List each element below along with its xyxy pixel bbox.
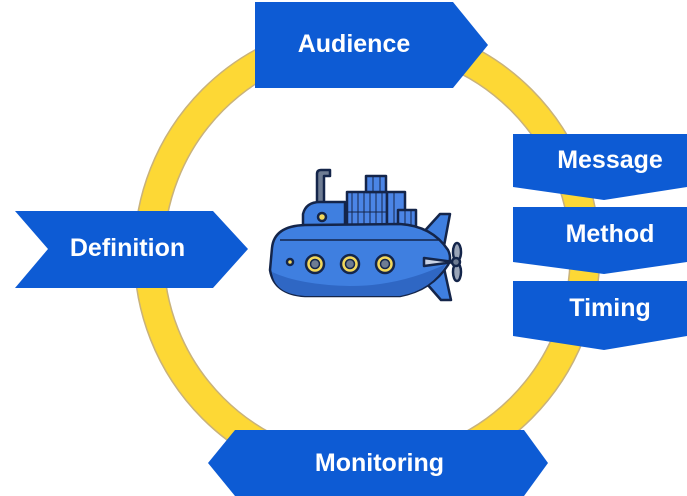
message-shape (513, 134, 687, 200)
audience-label: Audience (297, 30, 411, 58)
method-label: Method (565, 220, 655, 248)
timing-shape (513, 281, 687, 350)
submarine-with-containers-icon (268, 168, 463, 302)
audience-shape (255, 2, 488, 88)
method-shape (513, 207, 687, 274)
message-label: Message (557, 146, 663, 174)
definition-shape (15, 211, 248, 288)
timing-label: Timing (569, 294, 651, 322)
monitoring-label: Monitoring (314, 449, 445, 477)
monitoring-shape (208, 430, 548, 496)
definition-label: Definition (69, 234, 186, 262)
